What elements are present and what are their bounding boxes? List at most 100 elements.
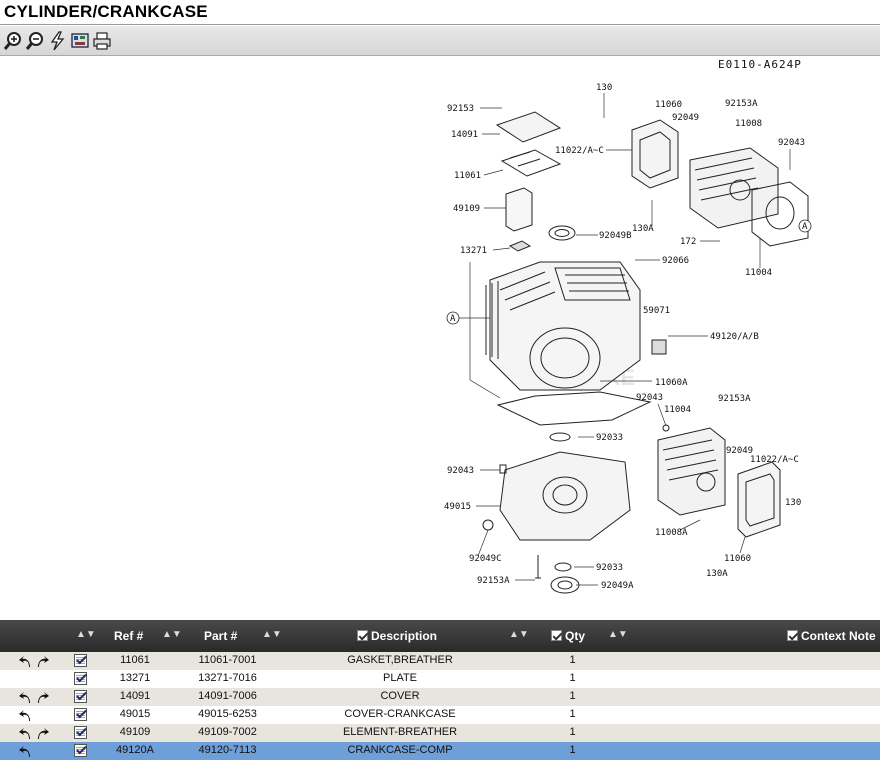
ref-cell: 14091 bbox=[105, 690, 165, 702]
checkbox-icon[interactable] bbox=[357, 630, 368, 641]
callout-label: 13271 bbox=[460, 246, 487, 256]
qty-cell: 1 bbox=[560, 690, 585, 702]
callout-label: 11060 bbox=[655, 100, 682, 110]
cylinder-head-lower bbox=[658, 425, 780, 537]
sort-icon[interactable]: ▲▼ bbox=[509, 629, 529, 640]
ref-cell: 13271 bbox=[105, 672, 165, 684]
image-grid-icon[interactable] bbox=[70, 31, 90, 51]
part-number-cell: 49120-7113 bbox=[190, 744, 265, 756]
callout-label: 92066 bbox=[662, 256, 689, 266]
callout-label: A bbox=[450, 314, 456, 324]
col-description-label: Description bbox=[371, 629, 437, 643]
callout-label: 92153A bbox=[725, 99, 758, 109]
page-title: CYLINDER/CRANKCASE bbox=[4, 2, 208, 22]
part-number-cell: 14091-7006 bbox=[190, 690, 265, 702]
qty-cell: 1 bbox=[560, 744, 585, 756]
part-number-cell: 49109-7002 bbox=[190, 726, 265, 738]
table-row[interactable]: 49109 49109-7002 ELEMENT-BREATHER 1 bbox=[0, 724, 880, 742]
callout-label: 92153A bbox=[718, 394, 751, 404]
description-cell: CRANKCASE-COMP bbox=[320, 744, 480, 756]
part-number-cell: 49015-6253 bbox=[190, 708, 265, 720]
callout-label: 11004 bbox=[664, 405, 691, 415]
callout-label: 92153A bbox=[477, 576, 510, 586]
sort-icon[interactable]: ▲▼ bbox=[608, 629, 628, 640]
description-cell: COVER bbox=[320, 690, 480, 702]
checkbox-icon[interactable] bbox=[551, 630, 562, 641]
zoom-out-icon[interactable] bbox=[25, 31, 45, 51]
callout-label: 49109 bbox=[453, 204, 480, 214]
breather-parts bbox=[497, 112, 575, 251]
callout-label: 11061 bbox=[454, 171, 481, 181]
description-cell: PLATE bbox=[320, 672, 480, 684]
diagram-code: E0110-A624P bbox=[718, 58, 802, 71]
navigate-arrows-icon[interactable] bbox=[18, 689, 54, 705]
col-context-note-label: Context Note bbox=[801, 629, 876, 643]
callout-label: A bbox=[802, 222, 808, 232]
lightning-icon[interactable] bbox=[48, 31, 68, 51]
navigate-arrows-icon[interactable] bbox=[18, 725, 54, 741]
ref-cell: 49109 bbox=[105, 726, 165, 738]
qty-cell: 1 bbox=[560, 726, 585, 738]
table-row[interactable]: 13271 13271-7016 PLATE 1 bbox=[0, 670, 880, 688]
col-context-note-header[interactable]: Context Note bbox=[787, 629, 876, 643]
callout-label: 130A bbox=[706, 569, 728, 579]
callout-label: 92049A bbox=[601, 581, 634, 591]
callout-label: 11060 bbox=[724, 554, 751, 564]
col-qty-label: Qty bbox=[565, 629, 585, 643]
select-checkbox[interactable] bbox=[74, 708, 87, 721]
navigate-arrows-icon[interactable] bbox=[18, 707, 54, 723]
part-number-cell: 11061-7001 bbox=[190, 654, 265, 666]
qty-cell: 1 bbox=[560, 708, 585, 720]
print-icon[interactable] bbox=[92, 31, 112, 51]
callout-label: 92033 bbox=[596, 563, 623, 573]
ref-cell: 49015 bbox=[105, 708, 165, 720]
table-row[interactable]: 1106111061-7001GASKET,BREATHER1 bbox=[0, 652, 880, 670]
callout-label: 130 bbox=[785, 498, 801, 508]
callout-label: 14091 bbox=[451, 130, 478, 140]
part-number-cell: 13271-7016 bbox=[190, 672, 265, 684]
callout-label: 172 bbox=[680, 237, 696, 247]
sort-icon[interactable]: ▲▼ bbox=[76, 629, 96, 640]
select-checkbox[interactable] bbox=[74, 744, 87, 757]
sort-icon[interactable]: ▲▼ bbox=[162, 629, 182, 640]
callout-label: 11022/A~C bbox=[750, 455, 799, 465]
zoom-in-icon[interactable] bbox=[3, 31, 23, 51]
parts-diagram[interactable]: E0110-A624P VENTURE bbox=[0, 57, 880, 617]
select-checkbox[interactable] bbox=[74, 690, 87, 703]
table-row[interactable]: 14091 14091-7006 COVER 1 bbox=[0, 688, 880, 706]
callout-label: 92153 bbox=[447, 104, 474, 114]
callout-label: 11008 bbox=[735, 119, 762, 129]
callout-label: 92049C bbox=[469, 554, 502, 564]
description-cell: ELEMENT-BREATHER bbox=[320, 726, 480, 738]
callout-label: 11060A bbox=[655, 378, 688, 388]
description-cell: COVER-CRANKCASE bbox=[320, 708, 480, 720]
select-checkbox[interactable] bbox=[74, 654, 87, 667]
table-row[interactable]: 49015 49015-6253 COVER-CRANKCASE 1 bbox=[0, 706, 880, 724]
col-part-header[interactable]: Part # bbox=[204, 629, 237, 643]
col-qty-header[interactable]: Qty bbox=[551, 629, 585, 643]
navigate-arrows-icon[interactable] bbox=[18, 653, 54, 669]
callout-label: 11008A bbox=[655, 528, 688, 538]
qty-cell: 1 bbox=[560, 654, 585, 666]
callout-label: 92049 bbox=[672, 113, 699, 123]
callout-label: 92049B bbox=[599, 231, 632, 241]
description-cell: GASKET,BREATHER bbox=[320, 654, 480, 666]
parts-table-body: 1106111061-7001GASKET,BREATHER1132711327… bbox=[0, 652, 880, 760]
ref-cell: 49120A bbox=[105, 744, 165, 756]
qty-cell: 1 bbox=[560, 672, 585, 684]
table-row[interactable]: 49120A 49120-7113 CRANKCASE-COMP 1 bbox=[0, 742, 880, 760]
empty-arrows bbox=[18, 671, 54, 687]
callout-label: 92043 bbox=[778, 138, 805, 148]
callout-label: 49120/A/B bbox=[710, 332, 759, 342]
sort-icon[interactable]: ▲▼ bbox=[262, 629, 282, 640]
callout-label: 130A bbox=[632, 224, 654, 234]
col-description-header[interactable]: Description bbox=[357, 629, 437, 643]
callout-label: 11004 bbox=[745, 268, 772, 278]
checkbox-icon[interactable] bbox=[787, 630, 798, 641]
select-checkbox[interactable] bbox=[74, 672, 87, 685]
title-bar: CYLINDER/CRANKCASE bbox=[0, 0, 880, 25]
col-ref-header[interactable]: Ref # bbox=[114, 629, 143, 643]
parts-table-header: ▲▼ Ref # ▲▼ Part # ▲▼ Description ▲▼ Qty… bbox=[0, 620, 880, 652]
callout-label: 49015 bbox=[444, 502, 471, 512]
select-checkbox[interactable] bbox=[74, 726, 87, 739]
